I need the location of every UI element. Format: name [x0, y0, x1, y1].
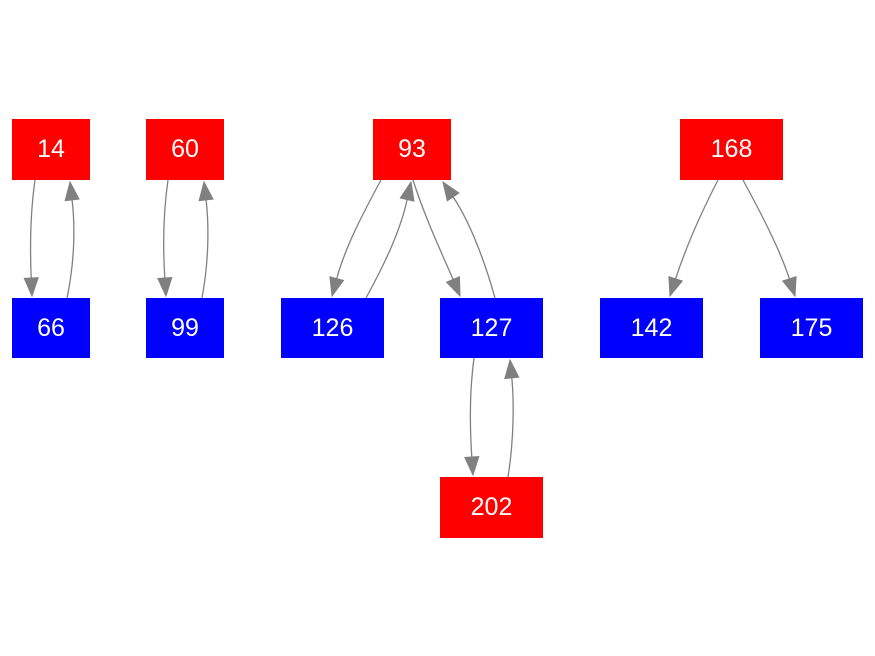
edge-line [452, 196, 496, 299]
node-99: 99 [146, 298, 224, 358]
edge-168-to-175 [742, 179, 797, 298]
edge-93-to-127 [412, 179, 461, 298]
arrowhead-icon [157, 277, 173, 298]
arrowhead-icon [64, 180, 80, 202]
arrowhead-icon [464, 456, 480, 477]
arrowhead-icon [442, 180, 460, 202]
edge-line [742, 179, 791, 280]
node-label: 60 [171, 135, 199, 163]
node-175: 175 [760, 298, 863, 358]
node-126: 126 [281, 298, 384, 358]
node-label: 66 [37, 313, 65, 342]
arrowhead-icon [399, 180, 415, 202]
edge-126-to-93 [365, 180, 415, 299]
edge-line [365, 199, 408, 299]
node-label: 14 [37, 135, 65, 163]
arrowhead-icon [23, 277, 39, 298]
edge-66-to-14 [64, 180, 80, 299]
node-142: 142 [600, 298, 703, 358]
node-93: 93 [373, 119, 451, 180]
node-60: 60 [146, 119, 224, 180]
node-label: 175 [790, 313, 833, 342]
node-202: 202 [440, 477, 543, 538]
node-label: 99 [171, 313, 199, 342]
node-label: 126 [311, 313, 354, 342]
edge-168-to-142 [668, 179, 719, 298]
arrowhead-icon [445, 275, 461, 298]
node-label: 93 [398, 135, 426, 163]
arrowhead-icon [329, 276, 345, 298]
edge-line [201, 199, 209, 299]
edge-line [674, 179, 719, 280]
node-label: 168 [710, 135, 753, 163]
edge-line [163, 179, 169, 279]
edge-line [336, 179, 382, 279]
edge-line [469, 357, 475, 458]
arrowhead-icon [781, 276, 797, 298]
edge-60-to-99 [157, 179, 173, 298]
arrowhead-icon [668, 276, 684, 298]
edge-99-to-60 [198, 180, 214, 299]
edge-93-to-126 [329, 179, 382, 298]
node-14: 14 [12, 119, 90, 180]
node-label: 202 [470, 493, 513, 521]
edge-line [507, 377, 514, 478]
edge-line [412, 179, 454, 280]
edge-14-to-66 [23, 179, 39, 298]
node-66: 66 [12, 298, 90, 358]
arrowhead-icon [198, 180, 214, 202]
arrowhead-icon [504, 358, 520, 380]
edge-line [29, 179, 36, 279]
node-127: 127 [440, 298, 543, 358]
node-168: 168 [680, 119, 783, 180]
edge-202-to-127 [504, 358, 520, 478]
edge-127-to-202 [464, 357, 480, 477]
edge-line [66, 199, 75, 299]
node-label: 127 [470, 313, 513, 342]
edge-127-to-93 [442, 180, 496, 299]
node-label: 142 [630, 313, 673, 342]
